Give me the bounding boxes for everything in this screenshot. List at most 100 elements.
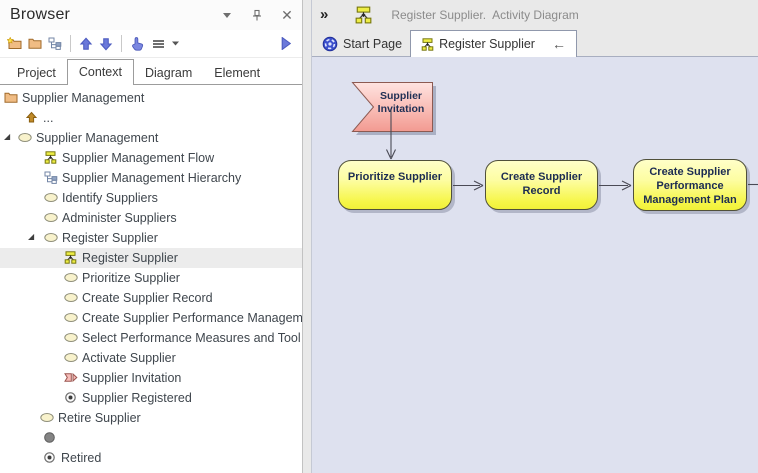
tree-item-label: Supplier Management Flow: [62, 151, 215, 165]
caret-down-icon: [223, 12, 231, 18]
doc-tab-start-page[interactable]: Start Page: [314, 32, 410, 56]
expand-toggle-icon[interactable]: ◢: [28, 232, 35, 241]
tree-item-activate-supplier[interactable]: Activate Supplier: [0, 348, 302, 368]
activity-diagram-icon: [421, 37, 434, 51]
tree-item-select-performance-measures-and-tool[interactable]: Select Performance Measures and Tool: [0, 328, 302, 348]
tree-item-label: Retired: [61, 451, 102, 465]
tree-item-create-supplier-record[interactable]: Create Supplier Record: [0, 288, 302, 308]
diagram-header-title: Register Supplier. Activity Diagram: [391, 7, 579, 22]
tree-item-label: ...: [43, 111, 54, 125]
accept-event-shape: [351, 82, 436, 135]
tree-item-label: Create Supplier Performance Managem: [82, 311, 302, 325]
diagram-area: » Register Supplier. Activity Diagram St…: [312, 0, 758, 473]
oval-icon: [40, 411, 54, 424]
tree-item-supplier-registered[interactable]: Supplier Registered: [0, 388, 302, 408]
tree-item-supplier-management[interactable]: ◢ Supplier Management: [0, 128, 302, 148]
final-node-icon: [64, 391, 77, 404]
back-arrow-icon[interactable]: ←: [551, 36, 566, 52]
signal-icon: [64, 371, 78, 384]
node-label: Supplier Invitation: [377, 90, 425, 115]
diagram-canvas[interactable]: Supplier Invitation Prioritize Supplier …: [312, 57, 758, 473]
tree-item-identify-suppliers[interactable]: Identify Suppliers: [0, 188, 302, 208]
tree-item-prioritize-supplier[interactable]: Prioritize Supplier: [0, 268, 302, 288]
node-label: Create Supplier Record: [500, 171, 583, 197]
arrow-down-icon: [99, 37, 113, 51]
tree-item-retired[interactable]: Retired: [0, 448, 302, 468]
browser-panel-title: Browser: [10, 6, 71, 23]
folder-icon: [28, 37, 42, 50]
tree-item-label: Select Performance Measures and Tool: [82, 331, 301, 345]
tree-item-administer-suppliers[interactable]: Administer Suppliers: [0, 208, 302, 228]
tree-item-label: Supplier Registered: [82, 391, 192, 405]
new-folder-icon: [7, 37, 22, 50]
hierarchy-icon: [48, 37, 62, 50]
hierarchy-button[interactable]: [45, 33, 65, 55]
node-label: Create Supplier Performance Management P…: [643, 166, 737, 206]
browser-tab-strip: Project Context Diagram Element: [0, 58, 302, 85]
arrow-up-icon: [79, 36, 93, 51]
tree-item-register-supplier[interactable]: Register Supplier: [0, 248, 302, 268]
tree-item-[interactable]: ...: [0, 108, 302, 128]
tree-item-label: Retire Supplier: [58, 411, 141, 425]
tree-item-create-supplier-performance-managem[interactable]: Create Supplier Performance Managem: [0, 308, 302, 328]
close-icon: ✕: [281, 7, 293, 23]
arrow-up-button[interactable]: [76, 33, 96, 55]
menu-button[interactable]: [148, 33, 169, 55]
project-tree[interactable]: Supplier Management... ◢ Supplier Manageme…: [0, 85, 302, 473]
node-create-supplier-record[interactable]: Create Supplier Record: [485, 160, 598, 210]
oval-icon: [18, 131, 32, 144]
up-gold-icon: [25, 111, 38, 124]
oval-icon: [64, 331, 78, 344]
tree-item-label: Prioritize Supplier: [82, 271, 180, 285]
folder-button[interactable]: [25, 33, 45, 55]
new-folder-button[interactable]: [4, 33, 25, 55]
arrow-down-button[interactable]: [96, 33, 116, 55]
panel-splitter[interactable]: [302, 0, 312, 473]
node-label: Prioritize Supplier: [347, 171, 443, 183]
oval-icon: [64, 291, 78, 304]
oval-icon: [64, 271, 78, 284]
tree-item-label: Activate Supplier: [82, 351, 176, 365]
tree-item-supplier-management-hierarchy[interactable]: Supplier Management Hierarchy: [0, 168, 302, 188]
activity-diagram-icon: [354, 6, 373, 24]
play-button[interactable]: [278, 33, 294, 55]
caret-down-small-icon: [172, 41, 179, 46]
pin-button[interactable]: [250, 8, 264, 22]
tab-diagram[interactable]: Diagram: [145, 66, 193, 80]
tree-item-supplier-management[interactable]: Supplier Management: [0, 88, 302, 108]
caret-down-button[interactable]: [220, 8, 234, 22]
doc-tab-label: Start Page: [343, 37, 403, 51]
oval-icon: [44, 191, 58, 204]
tab-element[interactable]: Element: [214, 66, 261, 80]
doc-tab-register-supplier[interactable]: Register Supplier ←: [410, 30, 577, 57]
play-icon: [281, 37, 291, 50]
tree-item-initial-node[interactable]: [0, 428, 302, 448]
activity-diagram-lg-icon: [354, 6, 373, 24]
tree-item-retire-supplier[interactable]: Retire Supplier: [0, 408, 302, 428]
browser-caption-buttons: ✕: [220, 8, 294, 22]
double-chevron-right-icon[interactable]: »: [320, 6, 329, 23]
tree-item-supplier-management-flow[interactable]: Supplier Management Flow: [0, 148, 302, 168]
folder-icon: [4, 91, 18, 104]
node-prioritize-supplier[interactable]: Prioritize Supplier: [338, 160, 452, 210]
tree-item-register-supplier[interactable]: ◢Register Supplier: [0, 228, 302, 248]
tab-context[interactable]: Context: [66, 59, 134, 85]
close-button[interactable]: ✕: [280, 8, 294, 22]
hierarchy-icon: [44, 171, 58, 184]
hand-pointer-icon: [130, 36, 145, 51]
hand-pointer-button[interactable]: [127, 33, 148, 55]
tree-item-label: Supplier Management: [36, 131, 159, 145]
doc-tab-label: Register Supplier: [439, 37, 535, 51]
expand-toggle-icon[interactable]: ◢: [4, 132, 11, 141]
menu-icon: [151, 37, 166, 51]
tree-item-supplier-invitation[interactable]: Supplier Invitation: [0, 368, 302, 388]
pin-icon: [251, 9, 263, 22]
node-create-supplier-performance-management-plan[interactable]: Create Supplier Performance Management P…: [633, 159, 747, 211]
tree-item-label: Create Supplier Record: [82, 291, 213, 305]
tab-project[interactable]: Project: [17, 66, 56, 80]
final-node-icon: [43, 451, 56, 464]
tree-item-label: Administer Suppliers: [62, 211, 177, 225]
oval-icon: [64, 351, 78, 364]
caret-down-small-button[interactable]: [169, 33, 182, 55]
